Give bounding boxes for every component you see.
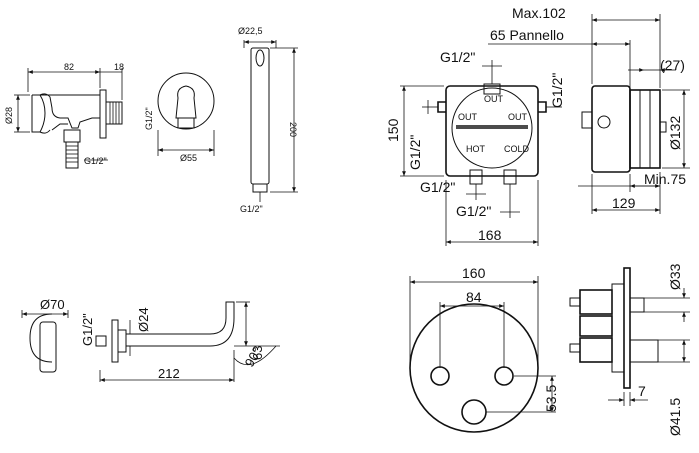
hand-shower-view: Ø22,5 200 G1/2" [238, 26, 298, 214]
dim-diam-41-5: Ø41.5 [667, 398, 683, 436]
port-label-out-top: OUT [484, 94, 504, 104]
spout-thread: G1/2" [80, 313, 95, 346]
dim-diam-28: Ø28 [4, 107, 14, 124]
dim-diam-33: Ø33 [667, 263, 683, 290]
dim-diam-70: Ø70 [40, 297, 65, 312]
box-thread-left: G1/2" [407, 135, 423, 170]
holder-thread-side: G1/2" [144, 107, 154, 130]
port-label-out-left: OUT [458, 112, 478, 122]
dim-27: (27) [660, 57, 685, 73]
plate-front-view: 160 84 53.5 [409, 265, 559, 433]
dim-63: 63 [250, 346, 265, 360]
dim-82: 82 [64, 62, 74, 72]
dim-min-75: Min.75 [644, 171, 686, 187]
dim-diam-24: Ø24 [136, 307, 151, 332]
dim-diam-55: Ø55 [180, 153, 197, 163]
dim-200: 200 [288, 122, 298, 137]
spout-view: Ø70 G1/2" Ø24 212 63 90° [21, 297, 280, 382]
dim-212: 212 [158, 366, 180, 381]
holder-thread-bottom: G1/2" [84, 156, 107, 166]
plate-side-view: Ø33 Ø41.5 7 [569, 263, 690, 436]
box-thread-top: G1/2" [440, 49, 475, 65]
dim-diam-132: Ø132 [667, 116, 683, 150]
dim-168: 168 [478, 227, 502, 243]
port-label-cold: COLD [504, 144, 530, 154]
dim-max-102: Max.102 [512, 5, 566, 21]
port-label-hot: HOT [466, 144, 486, 154]
dim-150: 150 [385, 118, 401, 142]
box-front-view: OUT OUT OUT HOT COLD G1/2" G1/2" 150 G1/… [385, 49, 565, 246]
dim-18: 18 [114, 62, 124, 72]
dim-160: 160 [462, 265, 486, 281]
hand-shower-holder-side-view: 82 18 Ø28 G1/2" G1/2" [4, 62, 154, 169]
dim-129: 129 [612, 195, 636, 211]
box-thread-bottom-1: G1/2" [420, 179, 455, 195]
dim-diam-22-5: Ø22,5 [238, 26, 263, 36]
box-thread-bottom-2: G1/2" [456, 203, 491, 219]
dim-65-pannello: 65 Pannello [490, 27, 564, 43]
dim-7: 7 [638, 383, 646, 399]
dim-53-5: 53.5 [543, 385, 559, 412]
dim-84: 84 [466, 289, 482, 305]
port-label-out-right: OUT [508, 112, 528, 122]
hand-shower-holder-front-view: Ø55 [157, 72, 215, 163]
hand-shower-thread: G1/2" [240, 204, 263, 214]
box-thread-right: G1/2" [549, 73, 565, 108]
box-side-view: Max.102 65 Pannello (27) Ø132 Min.75 129 [488, 5, 690, 214]
